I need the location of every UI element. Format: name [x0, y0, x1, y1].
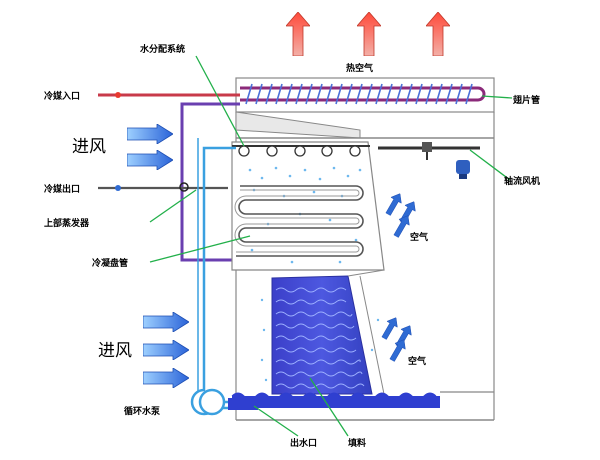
hot-air-arrow-3	[426, 12, 450, 56]
label-fin-tube: 翅片管	[512, 94, 540, 106]
fin-tube-housing	[235, 77, 495, 113]
label-water-distributor: 水分配系统	[140, 43, 185, 55]
air-in-arrow-2	[127, 150, 173, 170]
hot-air-arrow-1	[286, 12, 310, 56]
air-in-arrow-5	[143, 368, 189, 388]
air-in-arrow-3	[143, 312, 189, 332]
label-water-outlet: 出水口	[290, 437, 317, 449]
inlet-marker-icon	[115, 92, 121, 98]
label-circ-pump: 循环水泵	[124, 405, 161, 417]
fill-waves	[275, 287, 365, 389]
label-condenser-coil: 冷凝盘管	[92, 257, 128, 269]
label-axial-fan: 轴流风机	[504, 175, 540, 187]
label-air-mid: 空气	[410, 231, 428, 243]
air-in-arrow-4	[143, 340, 189, 360]
coil-chamber	[231, 141, 385, 271]
hot-air-arrow-2	[357, 12, 381, 56]
fill-media	[271, 275, 373, 395]
label-fill: 填料	[348, 437, 366, 449]
leader-lines	[149, 55, 513, 437]
condenser-coil-drawing	[234, 185, 364, 257]
refrigerant-line	[180, 102, 240, 262]
label-air-low: 空气	[408, 355, 426, 367]
fin-tube-coil	[240, 83, 486, 105]
axial-fan-icon	[378, 142, 480, 179]
label-air-in-bottom: 进风	[98, 341, 132, 361]
water-distributor	[232, 145, 370, 157]
outlet-marker-icon	[115, 185, 121, 191]
label-hot-air: 热空气	[346, 62, 373, 74]
label-air-in-top: 进风	[72, 137, 106, 157]
basin-water	[232, 396, 440, 408]
label-refrigerant-outlet: 冷媒出口	[44, 183, 80, 195]
air-in-arrow-1	[127, 124, 173, 144]
label-refrigerant-inlet: 冷媒入口	[44, 90, 80, 102]
label-upper-evaporator: 上部蒸发器	[44, 217, 90, 229]
pump-icon	[198, 388, 226, 416]
